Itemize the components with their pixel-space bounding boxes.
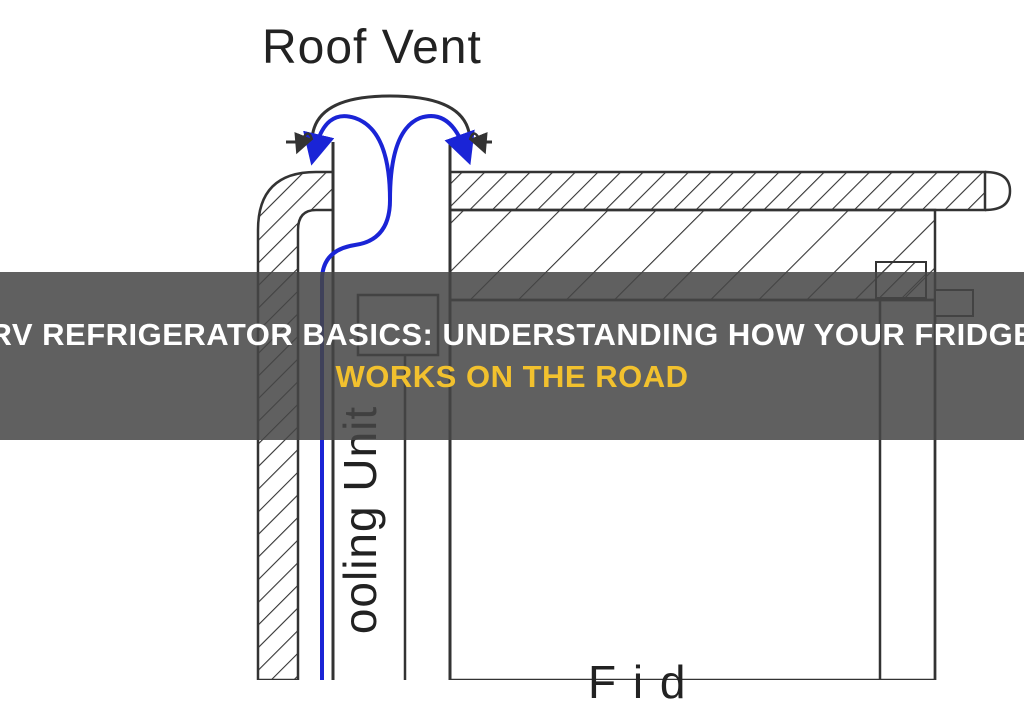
roof-vent-label: Roof Vent [262, 21, 482, 74]
title-banner: RV REFRIGERATOR BASICS: UNDERSTANDING HO… [0, 272, 1024, 440]
exhaust-arrow-right [468, 132, 488, 155]
exhaust-arrow-left [294, 132, 314, 155]
banner-title-line-1: RV REFRIGERATOR BASICS: UNDERSTANDING HO… [0, 317, 1024, 352]
roof-panel-end [984, 170, 1012, 212]
roof-vent-cap [286, 94, 492, 144]
cooling-unit-label: ooling Unit [334, 405, 386, 635]
roof-panel [448, 170, 987, 212]
fridge-label: F i d [588, 656, 688, 708]
banner-title-line-2: WORKS ON THE ROAD [335, 359, 689, 394]
airflow-path-right [388, 114, 475, 201]
